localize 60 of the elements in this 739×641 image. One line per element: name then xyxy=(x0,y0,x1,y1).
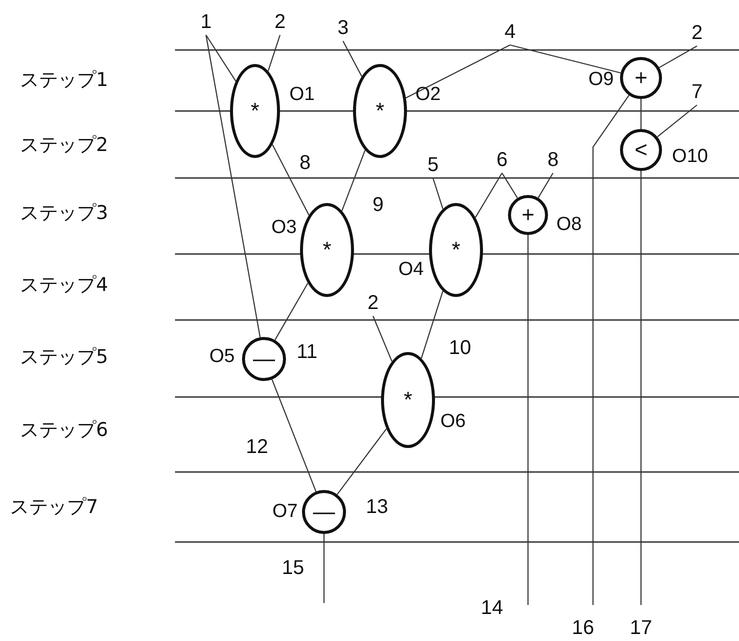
connector-line xyxy=(640,99,642,129)
connector-line xyxy=(658,46,698,68)
connector-line xyxy=(640,171,642,605)
input-value: 2 xyxy=(274,11,286,33)
operation-circle: + xyxy=(508,195,548,235)
step-label: ステップ2 xyxy=(20,134,108,156)
connector-line xyxy=(432,178,444,210)
operation-label: O10 xyxy=(672,146,708,168)
connector-line xyxy=(205,34,261,338)
operation-ellipse: * xyxy=(230,64,280,158)
operation-ellipse: * xyxy=(300,203,354,297)
connector-line xyxy=(592,94,630,605)
operation-label: O3 xyxy=(271,217,297,239)
input-value: 8 xyxy=(547,149,559,171)
operation-circle: + xyxy=(620,57,662,99)
connector-line xyxy=(272,144,310,216)
connector-line xyxy=(657,104,698,138)
input-value: 6 xyxy=(496,149,508,171)
connector-line xyxy=(510,44,621,74)
operation-label: O6 xyxy=(440,411,466,433)
input-value: 3 xyxy=(337,17,349,39)
input-value: 5 xyxy=(427,154,439,176)
connector-line xyxy=(206,34,236,82)
operation-ellipse: * xyxy=(381,352,435,448)
connector-line xyxy=(538,172,554,198)
connector-line xyxy=(527,235,529,605)
connector-line xyxy=(341,150,366,212)
connector-line xyxy=(502,172,518,198)
operation-ellipse: * xyxy=(429,203,483,297)
input-value: 4 xyxy=(504,21,516,43)
input-value: 2 xyxy=(367,292,379,314)
connector-line xyxy=(268,34,281,72)
operation-label: O8 xyxy=(556,214,582,236)
connector-line xyxy=(420,290,444,358)
step-label: ステップ7 xyxy=(10,496,98,518)
operation-ellipse: * xyxy=(353,64,407,158)
connector-line xyxy=(272,379,316,492)
connector-line xyxy=(274,282,308,340)
step-label: ステップ6 xyxy=(20,419,108,441)
operation-label: O9 xyxy=(588,69,614,91)
input-value: 7 xyxy=(691,81,703,103)
step-label: ステップ4 xyxy=(20,274,108,296)
connector-line xyxy=(406,44,510,98)
connector-line xyxy=(342,40,362,77)
step-label: ステップ3 xyxy=(20,202,108,224)
connector-line xyxy=(323,534,325,603)
operation-circle: — xyxy=(302,490,346,534)
operation-label: O2 xyxy=(415,84,441,106)
operation-circle: < xyxy=(620,129,662,171)
connector-line xyxy=(474,172,502,218)
operation-label: O7 xyxy=(272,501,298,523)
input-value: 2 xyxy=(691,22,703,44)
operation-circle: — xyxy=(242,337,286,381)
connector-line xyxy=(336,428,387,495)
operation-label: O4 xyxy=(398,259,424,281)
step-label: ステップ5 xyxy=(20,346,108,368)
step-label: ステップ1 xyxy=(20,69,108,91)
operation-label: O1 xyxy=(289,84,315,106)
input-value: 1 xyxy=(200,11,212,33)
operation-label: O5 xyxy=(209,346,235,368)
